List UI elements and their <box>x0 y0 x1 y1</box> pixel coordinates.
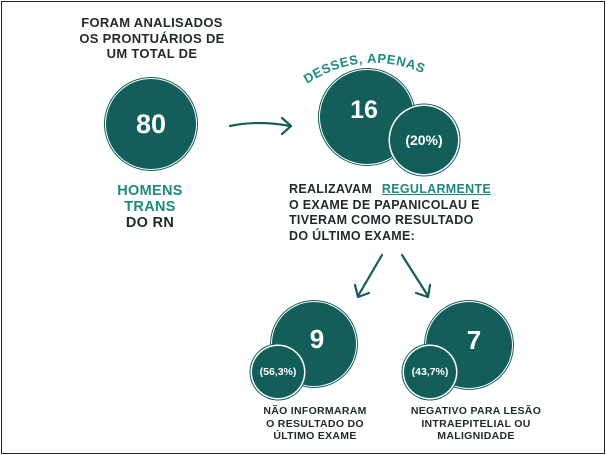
outcome-2-label-line-3: MALIGNIDADE <box>437 430 515 442</box>
arrow-down-right-icon <box>400 253 432 299</box>
intro-line-1: FORAM ANALISADOS <box>81 15 223 30</box>
outcome-2-label: NEGATIVO PARA LESÃO INTRAEPITELIAL OU MA… <box>395 405 557 443</box>
outcome-1-label-line-1: NÃO INFORMARAM <box>263 405 367 417</box>
outcome-1-percent: (56,3%) <box>259 366 297 378</box>
total-label-line-1: HOMENS <box>117 183 183 199</box>
total-label-line-3: DO RN <box>125 215 175 231</box>
intro-text: FORAM ANALISADOS OS PRONTUÁRIOS DE UM TO… <box>72 15 232 62</box>
arrow-right-icon <box>228 116 293 136</box>
intro-line-3: UM TOTAL DE <box>106 46 198 61</box>
description-prefix: REALIZAVAM <box>289 182 373 196</box>
outcome-2-percent-circle: (43,7%) <box>404 346 456 398</box>
outcome-1-label-line-2: O RESULTADO DO <box>266 417 364 430</box>
description-line-1: REALIZAVAM REGULARMENTE <box>289 182 499 198</box>
outcome-1-label: NÃO INFORMARAM O RESULTADO DO ÚLTIMO EXA… <box>245 405 385 443</box>
description-line-3: TIVERAM COMO RESULTADO <box>289 213 474 227</box>
subset-percent: (20%) <box>405 132 443 148</box>
outcome-1-label-line-3: ÚLTIMO EXAME <box>273 430 357 442</box>
outcome-2-label-line-2: INTRAEPITELIAL OU <box>421 417 531 430</box>
description-line-4: DO ÚLTIMO EXAME: <box>289 228 416 243</box>
outcome-1-percent-circle: (56,3%) <box>252 346 304 398</box>
description-text: REALIZAVAM REGULARMENTE O EXAME DE PAPAN… <box>289 182 499 244</box>
intro-line-2: OS PRONTUÁRIOS DE <box>79 30 225 46</box>
outcome-2-label-line-1: NEGATIVO PARA LESÃO <box>410 405 542 417</box>
total-circle: 80 <box>106 79 196 169</box>
outcome-2-value: 7 <box>466 324 482 355</box>
total-value: 80 <box>135 108 167 139</box>
arrow-down-left-icon <box>353 253 384 299</box>
total-label: HOMENS TRANS DO RN <box>100 183 200 231</box>
outcome-2-percent: (43,7%) <box>411 366 449 378</box>
description-highlight: REGULARMENTE <box>381 182 492 196</box>
subset-percent-circle: (20%) <box>390 106 458 174</box>
subset-value: 16 <box>350 96 378 124</box>
total-label-line-2: TRANS <box>124 199 176 215</box>
outcome-1-value: 9 <box>309 323 325 354</box>
description-line-2: O EXAME DE PAPANICOLAU E <box>289 197 480 212</box>
